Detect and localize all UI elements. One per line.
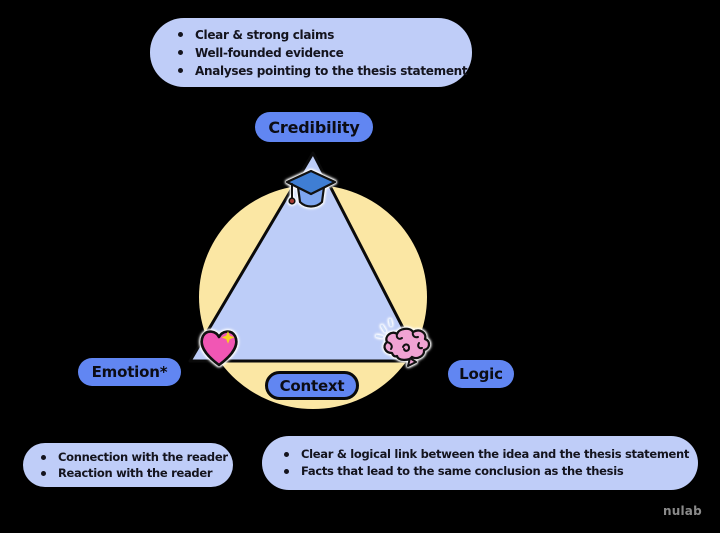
bullet-dot (284, 469, 289, 474)
list-item: Clear & logical link between the idea an… (284, 446, 698, 463)
list-item: Facts that lead to the same conclusion a… (284, 463, 698, 480)
watermark: nulab (663, 504, 702, 518)
graduation-cap-icon (285, 169, 337, 208)
list-item-text: Connection with the reader (58, 450, 228, 464)
list-item-text: Clear & strong claims (195, 27, 335, 42)
emotion-callout-list: Connection with the reader Reaction with… (41, 449, 233, 481)
context-label-pill: Context (265, 371, 359, 400)
brain-icon (375, 318, 431, 367)
bullet-dot (178, 32, 183, 37)
persuasion-triangle (188, 151, 422, 363)
list-item: Connection with the reader (41, 449, 233, 465)
list-item-text: Facts that lead to the same conclusion a… (301, 464, 624, 478)
list-item: Clear & strong claims (178, 26, 472, 44)
bullet-dot (284, 452, 289, 457)
logic-callout-list: Clear & logical link between the idea an… (284, 446, 698, 480)
emotion-callout: Connection with the reader Reaction with… (23, 443, 233, 487)
heart-icon (200, 330, 238, 367)
credibility-label: Credibility (268, 117, 360, 137)
list-item: Reaction with the reader (41, 465, 233, 481)
emotion-label: Emotion* (91, 363, 168, 381)
context-label: Context (279, 376, 345, 395)
list-item: Well-founded evidence (178, 44, 472, 62)
credibility-callout: Clear & strong claims Well-founded evide… (150, 18, 472, 87)
logic-label-pill: Logic (448, 360, 514, 388)
bullet-dot (41, 454, 46, 460)
list-item-text: Analyses pointing to the thesis statemen… (195, 63, 468, 78)
list-item: Analyses pointing to the thesis statemen… (178, 62, 472, 80)
list-item-text: Well-founded evidence (195, 45, 344, 60)
logic-label: Logic (459, 365, 503, 383)
list-item-text: Clear & logical link between the idea an… (301, 447, 690, 461)
sparkle-shape (221, 331, 235, 344)
list-item-text: Reaction with the reader (58, 466, 213, 480)
credibility-label-pill: Credibility (255, 112, 373, 142)
bullet-dot (178, 68, 183, 73)
logic-callout: Clear & logical link between the idea an… (262, 436, 698, 490)
bullet-dot (178, 50, 183, 55)
credibility-callout-list: Clear & strong claims Well-founded evide… (178, 26, 472, 80)
bullet-dot (41, 470, 46, 476)
emotion-label-pill: Emotion* (78, 358, 181, 386)
